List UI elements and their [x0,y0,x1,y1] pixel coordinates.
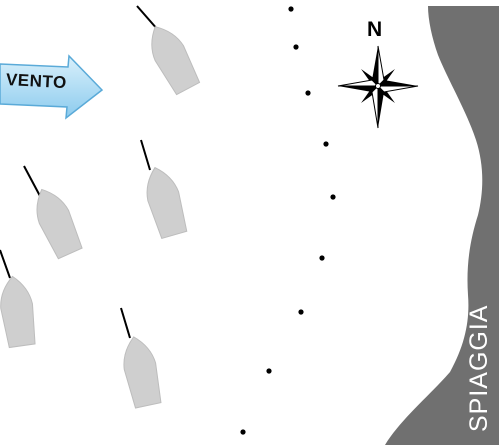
wind-arrow [0,54,104,120]
buoy-6 [319,255,325,261]
boat-4 [0,249,39,349]
buoy-7 [298,309,304,315]
buoy-1 [288,6,294,12]
buoy-line [240,6,336,435]
buoy-4 [323,141,329,147]
boat-5 [117,307,165,410]
buoy-9 [240,429,246,435]
compass-rose-icon [337,45,419,129]
buoy-3 [305,90,311,96]
wind-label: VENTO [5,70,68,93]
beach-shape [385,6,499,445]
boat-2 [139,139,191,240]
north-label: N [367,18,383,41]
boat-1 [136,5,203,97]
buoy-8 [266,368,272,374]
boat-3 [23,165,86,261]
buoy-5 [330,194,336,200]
buoy-2 [293,44,299,50]
beach-label: SPIAGGIA [465,304,493,432]
